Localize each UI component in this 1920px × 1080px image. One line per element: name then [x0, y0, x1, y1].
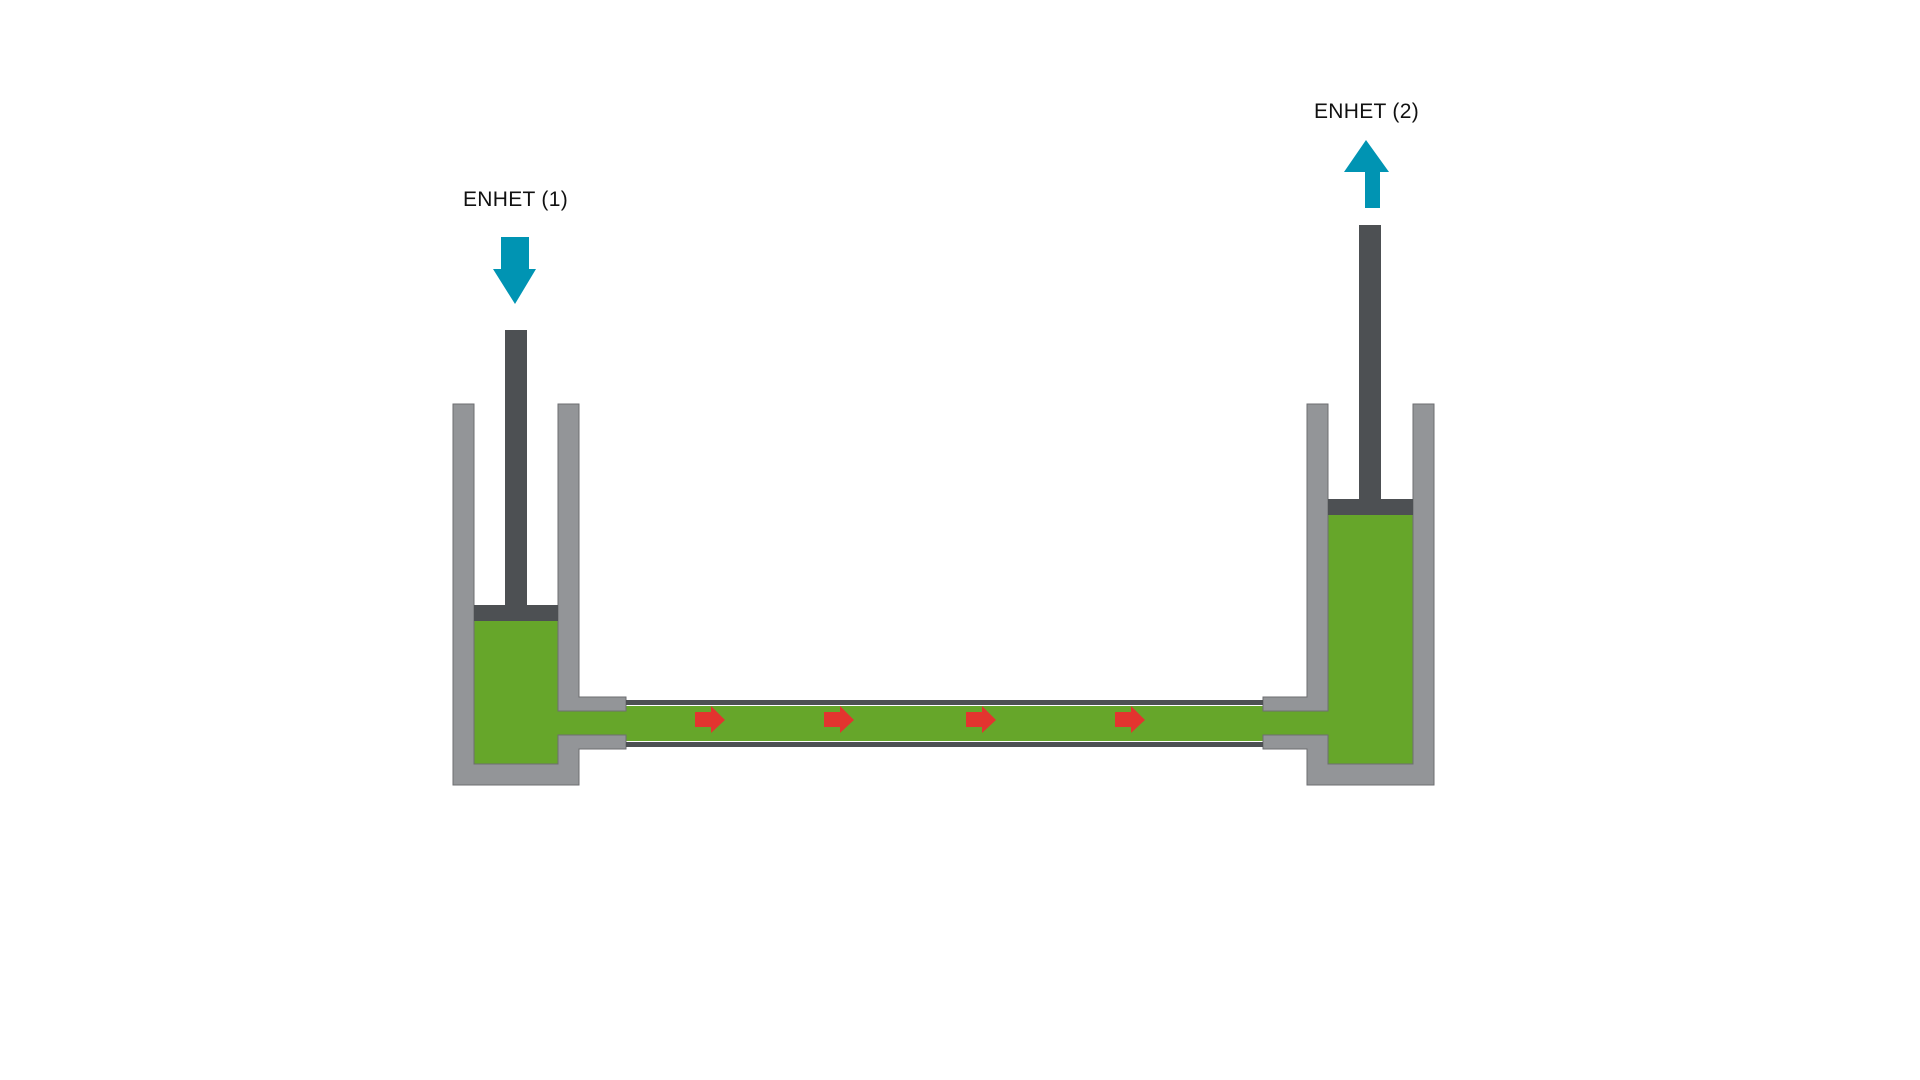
flow-arrow-icon	[966, 706, 996, 733]
unit-2-label: ENHET (2)	[1314, 100, 1419, 123]
flow-arrow-icon	[824, 706, 854, 733]
hydraulic-fluid	[474, 512, 1413, 764]
right-cylinder-wall	[1262, 403, 1435, 786]
flow-arrow-icon	[695, 706, 725, 733]
right-piston	[1328, 499, 1413, 515]
flow-arrow-icon	[1115, 706, 1145, 733]
right-piston-rod	[1359, 225, 1381, 500]
right-cylinder-inner-wall	[1262, 403, 1329, 712]
left-piston	[474, 605, 558, 621]
left-cylinder-inner-wall	[557, 403, 627, 712]
pipe-bottom-wall	[626, 742, 1263, 747]
unit-1-label: ENHET (1)	[463, 188, 568, 211]
pipe-top-wall	[626, 700, 1263, 705]
arrow-up-icon	[1344, 140, 1389, 208]
arrow-down-icon	[493, 237, 536, 304]
left-cylinder-wall	[452, 403, 627, 786]
left-piston-rod	[505, 330, 527, 606]
